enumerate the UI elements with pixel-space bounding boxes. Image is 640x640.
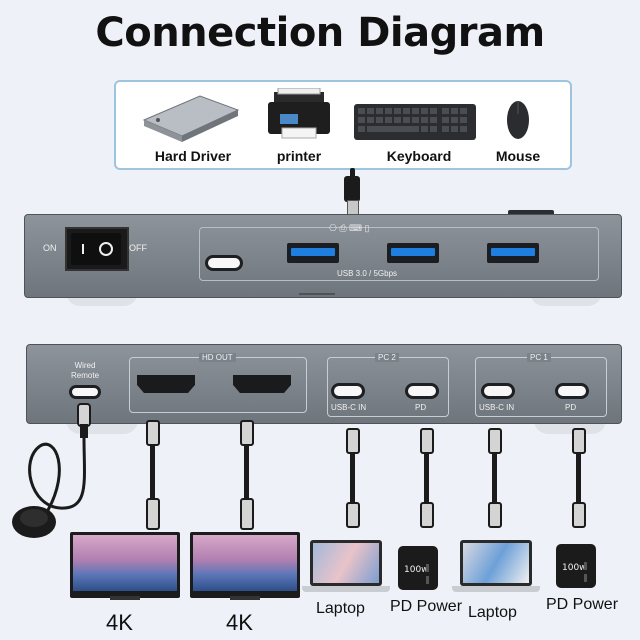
page-title: Connection Diagram — [95, 10, 545, 56]
usbc-plug-4 — [572, 428, 586, 454]
usbc-cable-4 — [576, 448, 581, 504]
laptop-base — [452, 586, 540, 592]
peripheral-label-printer: printer — [276, 148, 322, 164]
usb-plug — [344, 176, 360, 202]
usb-device-icons: ⎔ ⎙ ⌨ ▯ — [329, 223, 370, 233]
hard-drive-icon — [142, 95, 240, 142]
hdmi-plug-1 — [146, 420, 160, 446]
printer-icon — [268, 88, 330, 139]
pc1-pd-port[interactable] — [555, 383, 589, 399]
pc1-label: PC 1 — [527, 353, 551, 362]
usbc-cable-2 — [424, 448, 429, 504]
keyboard-icon — [354, 104, 476, 140]
usbc-plug-3b — [488, 502, 502, 528]
hd-out-label: HD OUT — [199, 353, 236, 362]
pc2-usbc-in-port[interactable] — [331, 383, 365, 399]
hdmi-cable-1 — [150, 440, 155, 500]
svg-text:100w: 100w — [562, 563, 587, 573]
monitor-icon — [70, 532, 180, 600]
usb-spec-label: USB 3.0 / 5Gbps — [337, 269, 398, 278]
output-label-laptop-2: Laptop — [468, 604, 517, 621]
hdmi-cable-2 — [244, 440, 249, 500]
hdmi-plug-1b — [146, 498, 160, 530]
mouse-icon — [507, 101, 529, 139]
peripheral-label-hard-driver: Hard Driver — [154, 148, 232, 164]
pc2-pd-port[interactable] — [405, 383, 439, 399]
output-label-4k-1: 4K — [106, 610, 133, 635]
kvm-front-panel: ON OFF ⎔ ⎙ ⌨ ▯ USB 3.0 / 5Gbps — [24, 214, 622, 298]
pc2-usbc-in-label: USB-C IN — [331, 403, 367, 412]
remote-port[interactable] — [69, 385, 101, 399]
usbc-plug-3 — [488, 428, 502, 454]
output-label-laptop-1: Laptop — [316, 600, 365, 617]
usbc-cable-3 — [492, 448, 497, 504]
switch-on-label: ON — [43, 243, 57, 253]
usbc-plug-2 — [420, 428, 434, 454]
wired-remote-label: Wired Remote — [71, 361, 100, 380]
usbc-plug-4b — [572, 502, 586, 528]
hdmi-port-2[interactable] — [233, 375, 291, 393]
laptop-base — [302, 586, 390, 592]
hdmi-plug-2b — [240, 498, 254, 530]
output-label-pd-power-2: PD Power — [546, 596, 619, 613]
usbc-plug-1 — [346, 428, 360, 454]
peripheral-label-mouse: Mouse — [495, 148, 541, 164]
usbc-plug-1b — [346, 502, 360, 528]
usbc-plug-2b — [420, 502, 434, 528]
hdmi-plug-2 — [240, 420, 254, 446]
power-adapter-icon: 100w — [556, 544, 596, 588]
pc1-usbc-in-port[interactable] — [481, 383, 515, 399]
laptop-icon — [310, 540, 382, 586]
peripheral-label-keyboard: Keyboard — [386, 148, 452, 164]
pc1-pd-label: PD — [565, 403, 577, 412]
monitor-icon — [190, 532, 300, 600]
output-label-pd-power-1: PD Power — [390, 598, 463, 615]
power-adapter-icon: 100w — [398, 546, 438, 590]
usb-port-3[interactable] — [487, 243, 539, 263]
laptop-icon — [460, 540, 532, 586]
usb-port-2[interactable] — [387, 243, 439, 263]
usbc-cable-1 — [350, 448, 355, 504]
front-usbc-port[interactable] — [205, 255, 243, 271]
usb-cable — [350, 168, 355, 182]
output-label-4k-2: 4K — [226, 610, 253, 635]
svg-text:100w: 100w — [404, 565, 429, 575]
kvm-back-panel: Wired Remote HD OUT PC 2 USB-C IN PD PC … — [26, 344, 622, 424]
pc2-pd-label: PD — [415, 403, 427, 412]
pc1-usbc-in-label: USB-C IN — [479, 403, 515, 412]
hdmi-port-1[interactable] — [137, 375, 195, 393]
usb-port-1[interactable] — [287, 243, 339, 263]
usb-port-group — [199, 227, 599, 281]
wired-remote-cable — [12, 403, 91, 538]
peripherals-panel: Hard Driver printer Keyboard Mouse — [114, 80, 572, 170]
pc2-label: PC 2 — [375, 353, 399, 362]
switch-off-label: OFF — [129, 243, 147, 253]
power-switch[interactable] — [65, 227, 129, 271]
